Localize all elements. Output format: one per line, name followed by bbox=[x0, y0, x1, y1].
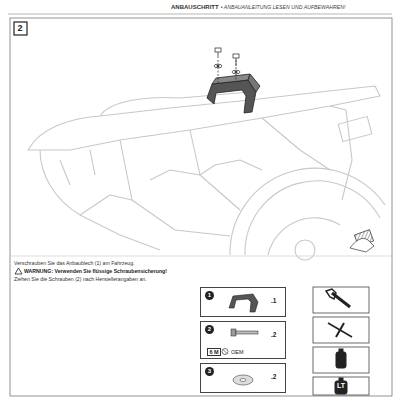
part-box: 3.2 bbox=[200, 363, 286, 393]
part-box: 2 .2 6 M OEM bbox=[200, 321, 286, 359]
quantity-label: .2 bbox=[271, 373, 276, 380]
callout-number: 3 bbox=[205, 367, 214, 376]
quantity-label: .1 bbox=[271, 297, 276, 304]
section-title: ANBAUSCHRITT bbox=[171, 4, 219, 11]
callout-number: 2 bbox=[205, 325, 214, 334]
section-subtitle: • ANBAUANLEITUNG LESEN UND AUFBEWAHREN! bbox=[221, 5, 346, 11]
spec-label: 6 M bbox=[207, 348, 221, 356]
quantity-label: .2 bbox=[271, 331, 276, 338]
instruction-text: Ziehen Sie die Schrauben (2) nach Herste… bbox=[14, 277, 147, 283]
warning-text: WARNUNG: Verwenden Sie flüssige Schraube… bbox=[24, 269, 167, 275]
tool-label: LT bbox=[337, 382, 345, 390]
step-number: 2 bbox=[18, 24, 23, 34]
instruction-text: Verschrauben Sie das Anbaublech (1) am F… bbox=[14, 261, 135, 267]
callout-number: 1 bbox=[205, 291, 214, 300]
part-box: 1.1 bbox=[200, 287, 286, 317]
spec-label: OEM bbox=[231, 349, 244, 355]
